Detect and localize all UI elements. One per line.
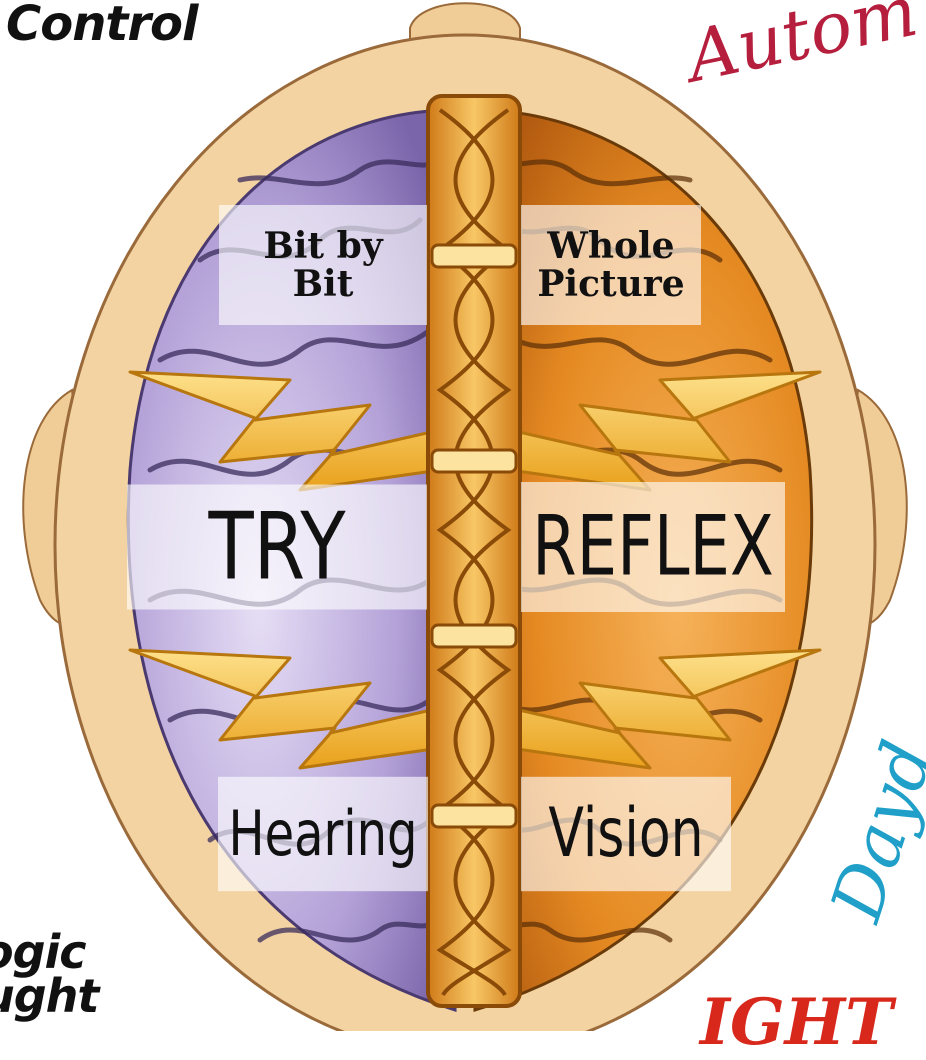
vision-label: Vision	[521, 777, 731, 891]
celtic-braid	[428, 96, 520, 1006]
control-label: Control	[6, 0, 197, 52]
bit-by-bit-label: Bit by Bit	[219, 205, 427, 325]
try-label: TRY	[127, 485, 427, 610]
whole-picture-label: Whole Picture	[521, 205, 701, 325]
reflex-label: REFLEX	[521, 482, 785, 612]
logic-thought-label: ogic ught	[0, 930, 98, 1018]
ight-script-text: IGHT	[700, 985, 893, 1060]
hearing-label: Hearing	[218, 777, 428, 891]
